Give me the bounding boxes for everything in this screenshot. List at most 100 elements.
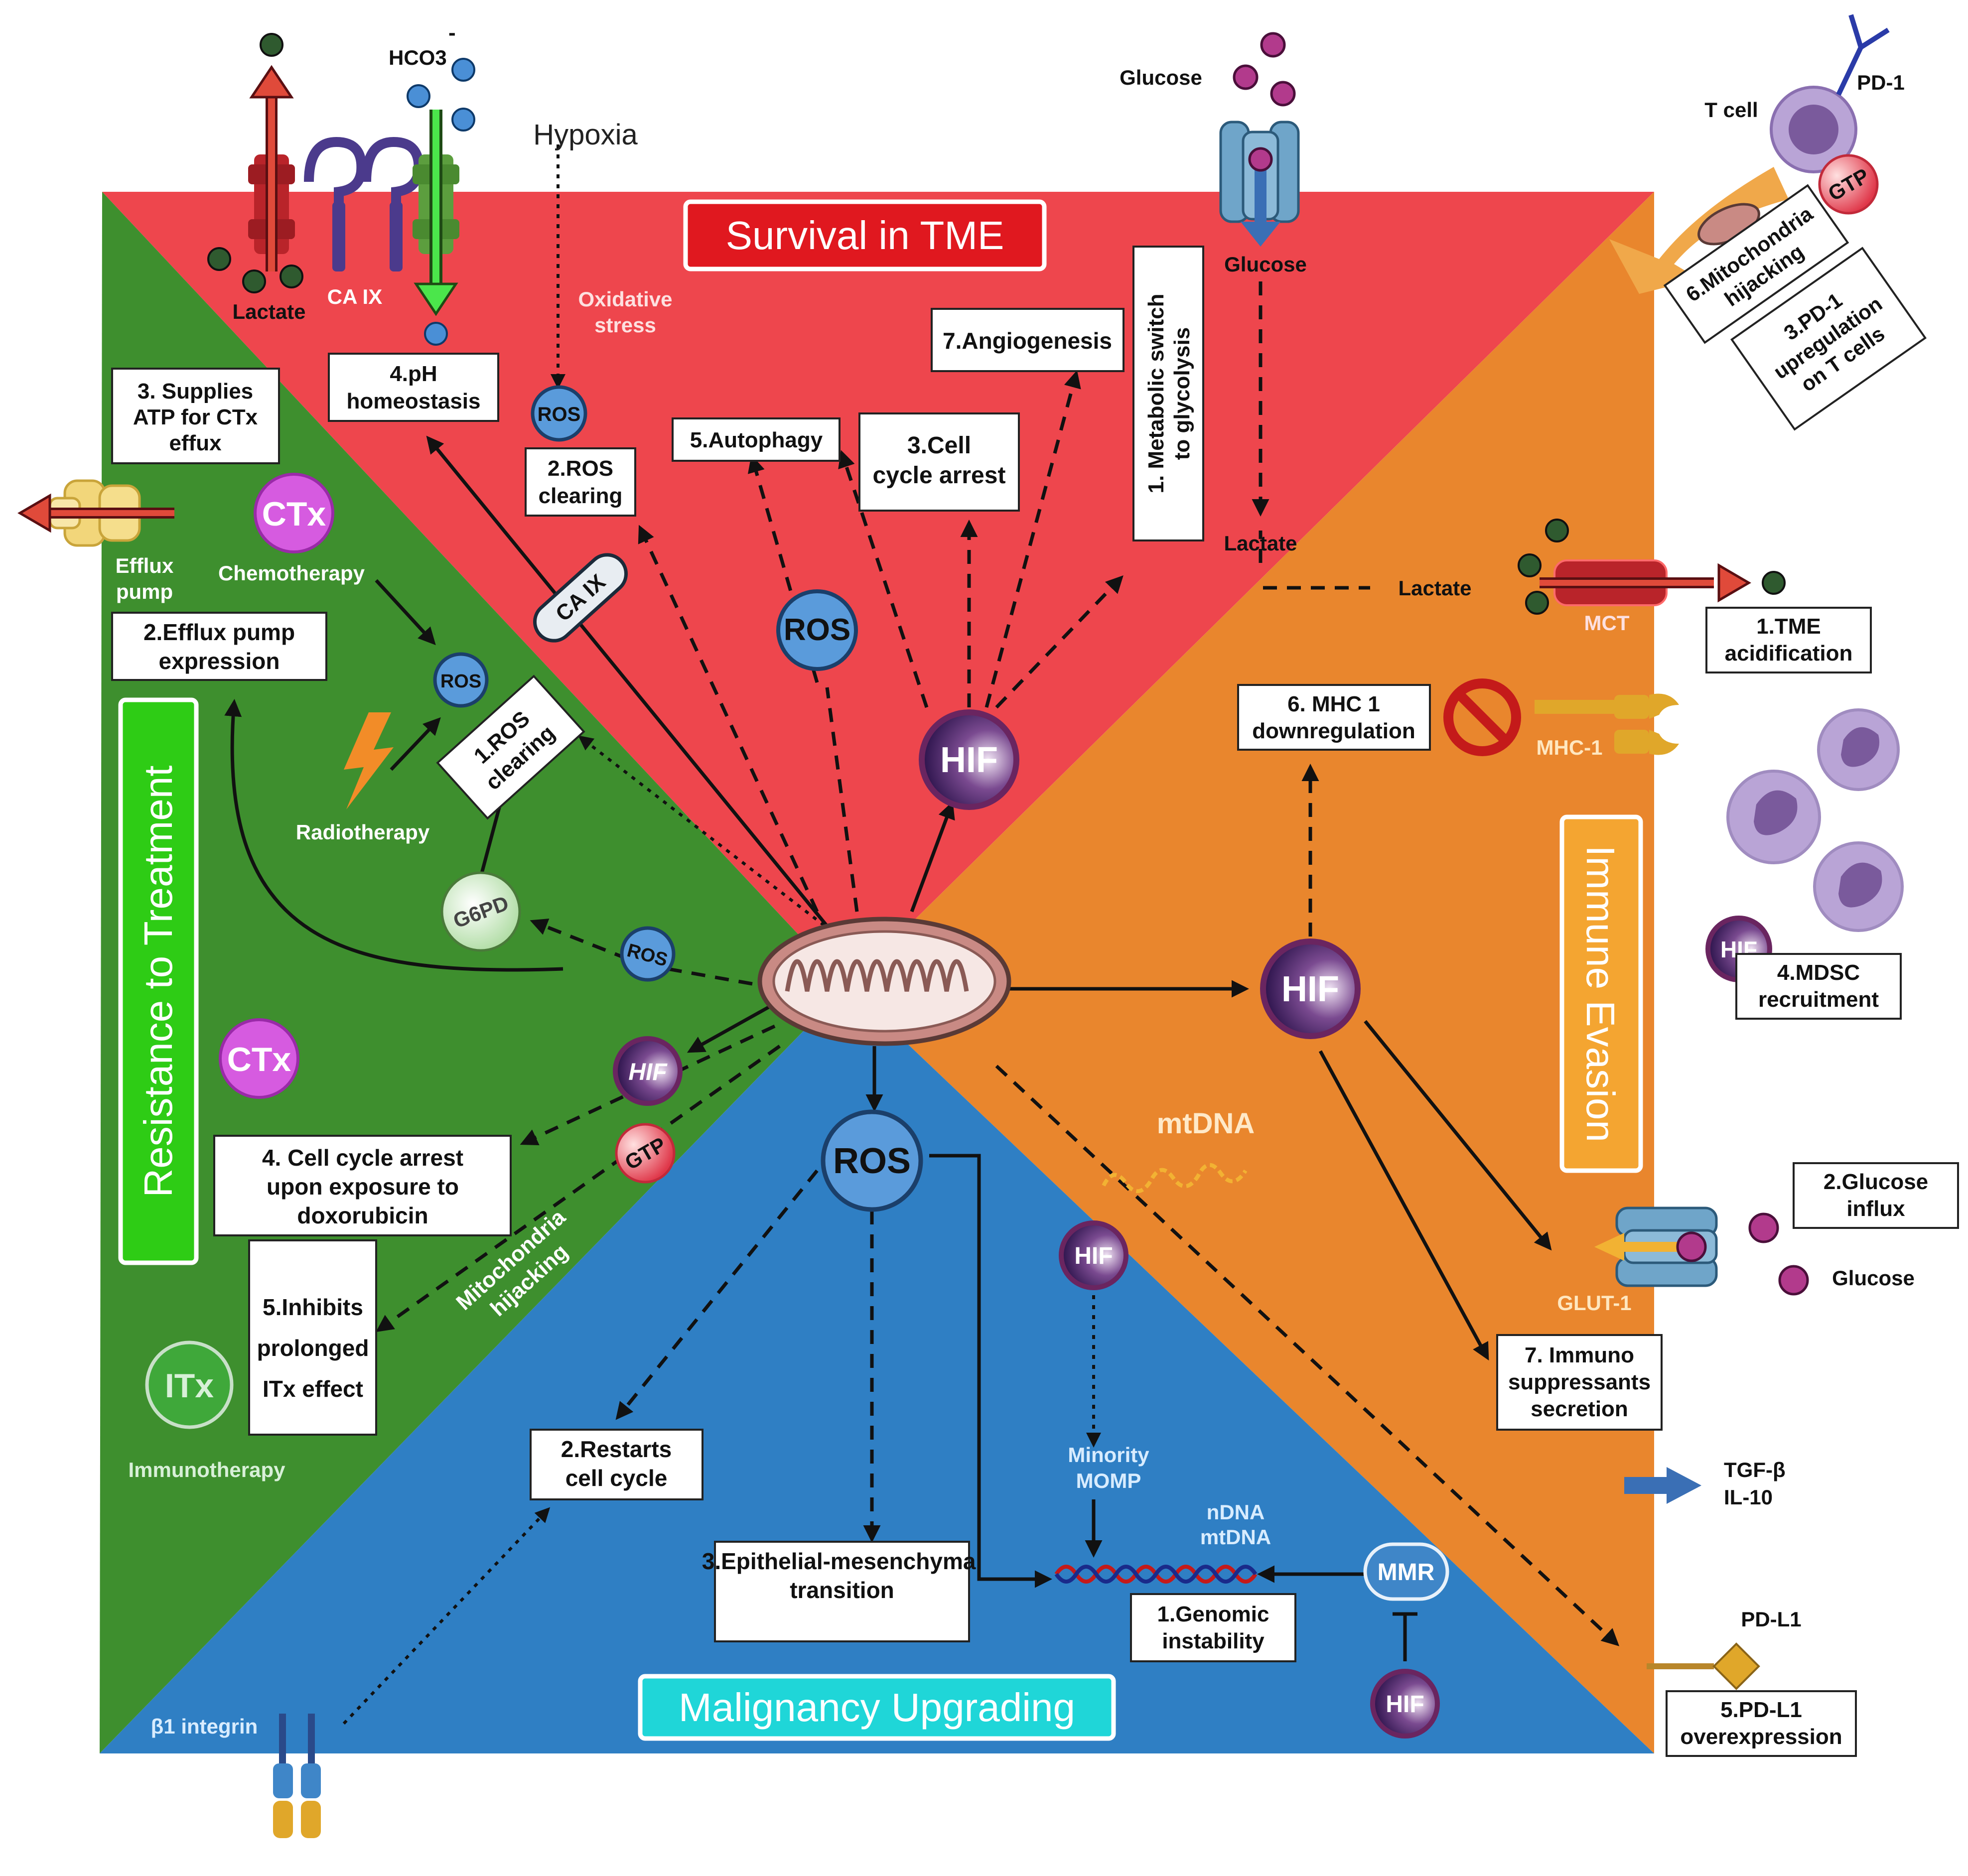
svg-text:HIF: HIF [628, 1059, 668, 1085]
mdsc-cell-icon [1817, 708, 1900, 791]
lactate-label-right: Lactate [1398, 576, 1471, 600]
mdsc-cell-icon [1726, 770, 1821, 864]
glucose-label-top: Glucose [1120, 66, 1202, 89]
lactate-molecule-icon [207, 247, 231, 271]
mtdna-label-malignancy: mtDNA [1200, 1525, 1271, 1549]
glut-1-transporter-icon [1594, 1206, 1718, 1287]
hco3-label: HCO3 [389, 46, 447, 69]
glucose-label-mid: Glucose [1224, 253, 1307, 276]
hif-molecule-icon: HIF [1059, 1220, 1128, 1290]
angiogenesis-box: 7.Angiogenesis [931, 308, 1125, 372]
svg-text:HIF: HIF [940, 740, 998, 780]
immunotherapy-label: Immunotherapy [128, 1458, 285, 1481]
svg-text:HIF: HIF [1281, 969, 1339, 1009]
hif-molecule-icon: HIF [919, 709, 1019, 810]
mmr-icon: MMR [1363, 1542, 1449, 1601]
cytokine-arrow-icon [1624, 1467, 1701, 1504]
chemotherapy-label: Chemotherapy [218, 561, 365, 585]
lactate-molecule-icon [1518, 553, 1542, 577]
efflux-pump-icon [17, 479, 174, 547]
arrows [224, 144, 1620, 1725]
lactate-molecule-icon [260, 33, 283, 57]
itx-molecule-icon: ITx [145, 1340, 234, 1429]
ros-molecule-icon: ROS [620, 926, 676, 982]
ros-clearing-box-resistance: 1.ROSclearing [436, 674, 585, 820]
beta1-integrin-label: β1 integrin [151, 1715, 258, 1738]
ros-molecule-icon: ROS [433, 652, 489, 708]
lightning-icon [344, 712, 394, 809]
t-cell-icon [1770, 14, 1890, 173]
mhc-1-label: MHC-1 [1537, 736, 1603, 759]
mdsc-cell-icon [1813, 841, 1904, 932]
svg-text:HIF: HIF [1386, 1691, 1424, 1718]
ctx-molecule-icon: CTx [219, 1018, 299, 1099]
ros-molecule-icon: ROS [821, 1109, 923, 1212]
il-10-label: IL-10 [1724, 1485, 1773, 1509]
glucose-transporter-icon [1219, 121, 1300, 247]
ros-molecule-icon: ROS [776, 589, 858, 671]
svg-text:ITx: ITx [165, 1367, 214, 1405]
lactate-molecule-icon [1762, 571, 1786, 595]
glucose-molecule-icon [1233, 64, 1259, 90]
pd-l1-label: PD-L1 [1741, 1608, 1801, 1631]
resistance-title: Resistance to Treatment [118, 697, 199, 1265]
hco3-charge: - [448, 20, 456, 45]
svg-text:HIF: HIF [1074, 1243, 1113, 1269]
tgf-beta-label: TGF-β [1724, 1458, 1786, 1481]
autophagy-box: 5.Autophagy [672, 417, 841, 462]
ndna-label: nDNA [1207, 1500, 1265, 1524]
svg-text:7.Angiogenesis: 7.Angiogenesis [943, 328, 1112, 354]
gtp-molecule-icon: GTP [1818, 154, 1879, 215]
beta1-integrin-icon [273, 1714, 321, 1838]
metabolic-switch-box: 1. Metabolic switchto glycolysis [1132, 246, 1204, 541]
bicarbonate-molecule-icon [451, 58, 475, 82]
hypoxia-label: Hypoxia [533, 119, 638, 151]
pd-l1-icon [1647, 1642, 1760, 1690]
svg-text:ROS: ROS [538, 403, 581, 425]
mhc-1-icon [1535, 693, 1679, 755]
lactate-label-mid: Lactate [1224, 532, 1297, 555]
svg-text:1. Metabolic switchto glycolys: 1. Metabolic switchto glycolysis [1144, 294, 1194, 494]
svg-text:2.ROSclearing: 2.ROSclearing [539, 456, 623, 508]
ctx-molecule-icon: CTx [254, 473, 334, 553]
glucose-molecule-icon [1748, 1212, 1779, 1243]
resistance-title-text: Resistance to Treatment [136, 765, 180, 1197]
svg-text:CTx: CTx [262, 495, 326, 533]
glucose-molecule-icon [1270, 81, 1296, 107]
lactate-molecule-icon [242, 269, 266, 293]
lactate-transporter-icon [248, 65, 295, 271]
svg-text:5.Autophagy: 5.Autophagy [690, 428, 823, 452]
malignancy-title: Malignancy Upgrading [638, 1674, 1116, 1741]
ca-ix-icon [304, 136, 424, 271]
svg-text:ROS: ROS [440, 671, 481, 692]
bicarbonate-molecule-icon [451, 108, 475, 132]
glut-1-label: GLUT-1 [1557, 1291, 1631, 1315]
